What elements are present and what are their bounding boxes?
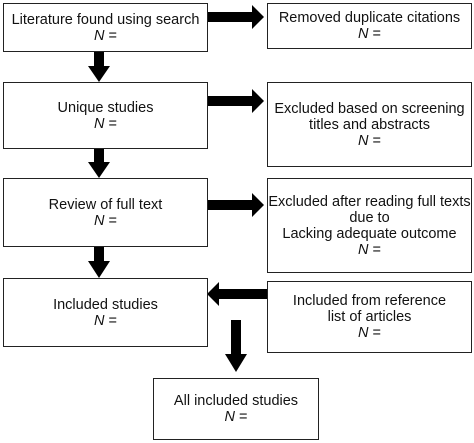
count-symbol: N xyxy=(358,241,369,258)
count-label: N = xyxy=(358,133,381,149)
count-symbol: N xyxy=(94,27,105,44)
count-value: = xyxy=(368,325,381,341)
arrow-fulltext-to-included xyxy=(88,247,110,278)
box-text-line: Excluded based on screening xyxy=(274,100,465,117)
arrow-reference-to-included xyxy=(207,282,267,306)
count-label: N = xyxy=(358,242,381,258)
count-label: N = xyxy=(225,409,248,425)
count-value: = xyxy=(368,132,381,149)
box-text-line: Unique studies xyxy=(57,99,154,116)
count-value: = xyxy=(368,241,381,258)
box-text-line: Review of full text xyxy=(48,196,163,213)
box-text-line: Lacking adequate outcome xyxy=(282,225,457,242)
box-text-line: All included studies xyxy=(173,393,299,409)
count-symbol: N xyxy=(358,132,369,149)
count-label: N = xyxy=(358,325,381,341)
box-text-line: Included from reference xyxy=(292,293,447,309)
count-value: = xyxy=(104,115,117,132)
box-text-line: due to xyxy=(349,209,390,226)
count-symbol: N xyxy=(358,325,369,341)
box-text-line: Removed duplicate citations xyxy=(278,10,461,26)
arrow-search-to-duplicates xyxy=(208,5,264,29)
arrow-unique-to-excluded-screening xyxy=(208,89,264,113)
count-symbol: N xyxy=(94,312,105,329)
count-label: N = xyxy=(94,213,117,229)
box-text-line: titles and abstracts xyxy=(309,116,430,133)
arrow-unique-to-fulltext xyxy=(88,149,110,178)
count-label: N = xyxy=(94,28,117,44)
box-text-line: Excluded after reading full texts xyxy=(268,193,471,210)
count-symbol: N xyxy=(94,115,105,132)
count-value: = xyxy=(104,312,117,329)
count-symbol: N xyxy=(358,26,369,42)
count-value: = xyxy=(104,27,117,44)
count-label: N = xyxy=(94,313,117,329)
box-text-line: list of articles xyxy=(327,309,412,325)
box-text-line: Included studies xyxy=(53,296,158,313)
arrow-fulltext-to-excluded xyxy=(208,193,264,217)
count-symbol: N xyxy=(94,212,105,229)
count-label: N = xyxy=(94,116,117,132)
box-text-line: Literature found using search xyxy=(11,11,200,28)
arrow-reference-to-all xyxy=(225,320,247,372)
count-label: N = xyxy=(358,26,381,42)
count-symbol: N xyxy=(224,409,235,425)
arrow-search-to-unique xyxy=(88,52,110,82)
count-value: = xyxy=(368,26,381,42)
count-value: = xyxy=(104,212,117,229)
count-value: = xyxy=(234,409,248,425)
